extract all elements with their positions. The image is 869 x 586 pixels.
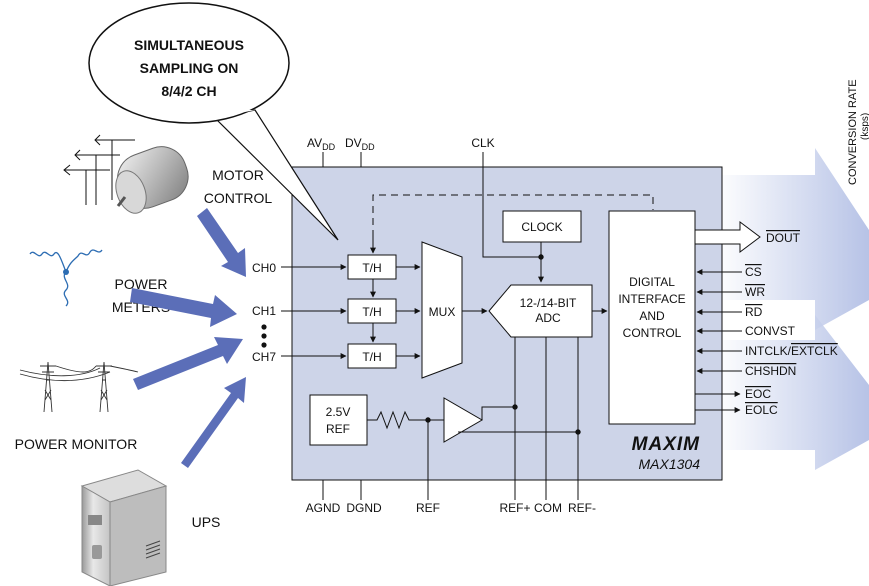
eoc-pin: EOC	[745, 387, 771, 401]
ref-plus-pin: REF+	[499, 501, 530, 515]
th-ch1-label: T/H	[362, 305, 381, 319]
clk-pin: CLK	[471, 136, 494, 150]
motor-label-line2: CONTROL	[204, 190, 273, 206]
th-to-mux-lines	[396, 264, 421, 359]
ch1-label: CH1	[252, 304, 276, 318]
power-tower-icon	[19, 361, 139, 413]
output-arrows-background	[715, 148, 869, 470]
avdd-pin: AVDD	[307, 136, 336, 152]
ref-minus-pin: REF-	[568, 501, 596, 515]
ref-label-line2: REF	[326, 422, 350, 436]
conversion-rate-unit: (ksps)	[860, 113, 869, 140]
clock-label: CLOCK	[521, 220, 562, 234]
part-number: MAX1304	[639, 456, 701, 472]
rd-pin: RD	[745, 305, 763, 319]
digital-label-line1: DIGITAL	[629, 275, 675, 289]
callout-line2: SAMPLING ON	[140, 60, 239, 76]
adc-label-line2: ADC	[535, 311, 561, 325]
mux-label: MUX	[429, 305, 456, 319]
clock-lines	[482, 167, 544, 283]
digital-label-line3: AND	[639, 309, 665, 323]
channel-ellipsis-dots	[261, 324, 267, 348]
right-pin-lines	[695, 269, 742, 413]
mux-block	[421, 241, 463, 379]
callout-line3: 8/4/2 CH	[161, 83, 216, 99]
channel-input-lines	[281, 264, 347, 359]
digital-interface-block	[608, 210, 696, 425]
dout-arrow	[694, 221, 761, 253]
ref-label-line1: 2.5V	[326, 405, 351, 419]
wr-pin: WR	[745, 285, 765, 299]
agnd-pin: AGND	[306, 501, 341, 515]
callout-line1: SIMULTANEOUS	[134, 37, 244, 53]
monitor-label: POWER MONITOR	[15, 436, 138, 452]
application-arrows	[130, 208, 246, 468]
intclk-extclk-pin: INTCLK/EXTCLK	[745, 344, 838, 358]
ups-illustration	[80, 469, 168, 586]
dgnd-pin: DGND	[346, 501, 382, 515]
adc-label-line1: 12-/14-BIT	[520, 296, 577, 310]
cs-pin: CS	[745, 265, 762, 279]
ch7-label: CH7	[252, 350, 276, 364]
chshdn-pin: CHSHDN	[745, 364, 796, 378]
top-pin-lines	[322, 152, 484, 167]
conversion-rate-caption: CONVERSION RATE	[847, 79, 859, 185]
maxim-logo: MAXIM	[632, 434, 701, 455]
ch0-label: CH0	[252, 261, 276, 275]
control-dashed-line	[372, 194, 654, 249]
ref-pin: REF	[416, 501, 440, 515]
eolc-pin: EOLC	[745, 403, 778, 417]
power-meter-wye-icon	[29, 249, 103, 307]
convst-pin: CONVST	[745, 324, 796, 338]
meters-label-line1: POWER	[115, 276, 168, 292]
motor-label-line1: MOTOR	[212, 167, 264, 183]
reference-circuit	[367, 337, 581, 500]
digital-label-line2: INTERFACE	[618, 292, 685, 306]
motor-illustration	[63, 134, 189, 214]
clock-block	[502, 210, 582, 243]
ups-label: UPS	[192, 514, 221, 530]
track-hold-blocks	[347, 254, 397, 369]
callout-bubble	[88, 2, 339, 241]
dout-pin: DOUT	[766, 231, 801, 245]
reference-block	[309, 394, 368, 446]
th-ch7-label: T/H	[362, 350, 381, 364]
th-ch0-label: T/H	[362, 261, 381, 275]
bottom-pin-lines	[322, 480, 362, 500]
digital-label-line4: CONTROL	[623, 326, 682, 340]
com-pin: COM	[534, 501, 562, 515]
dvdd-pin: DVDD	[345, 136, 375, 152]
